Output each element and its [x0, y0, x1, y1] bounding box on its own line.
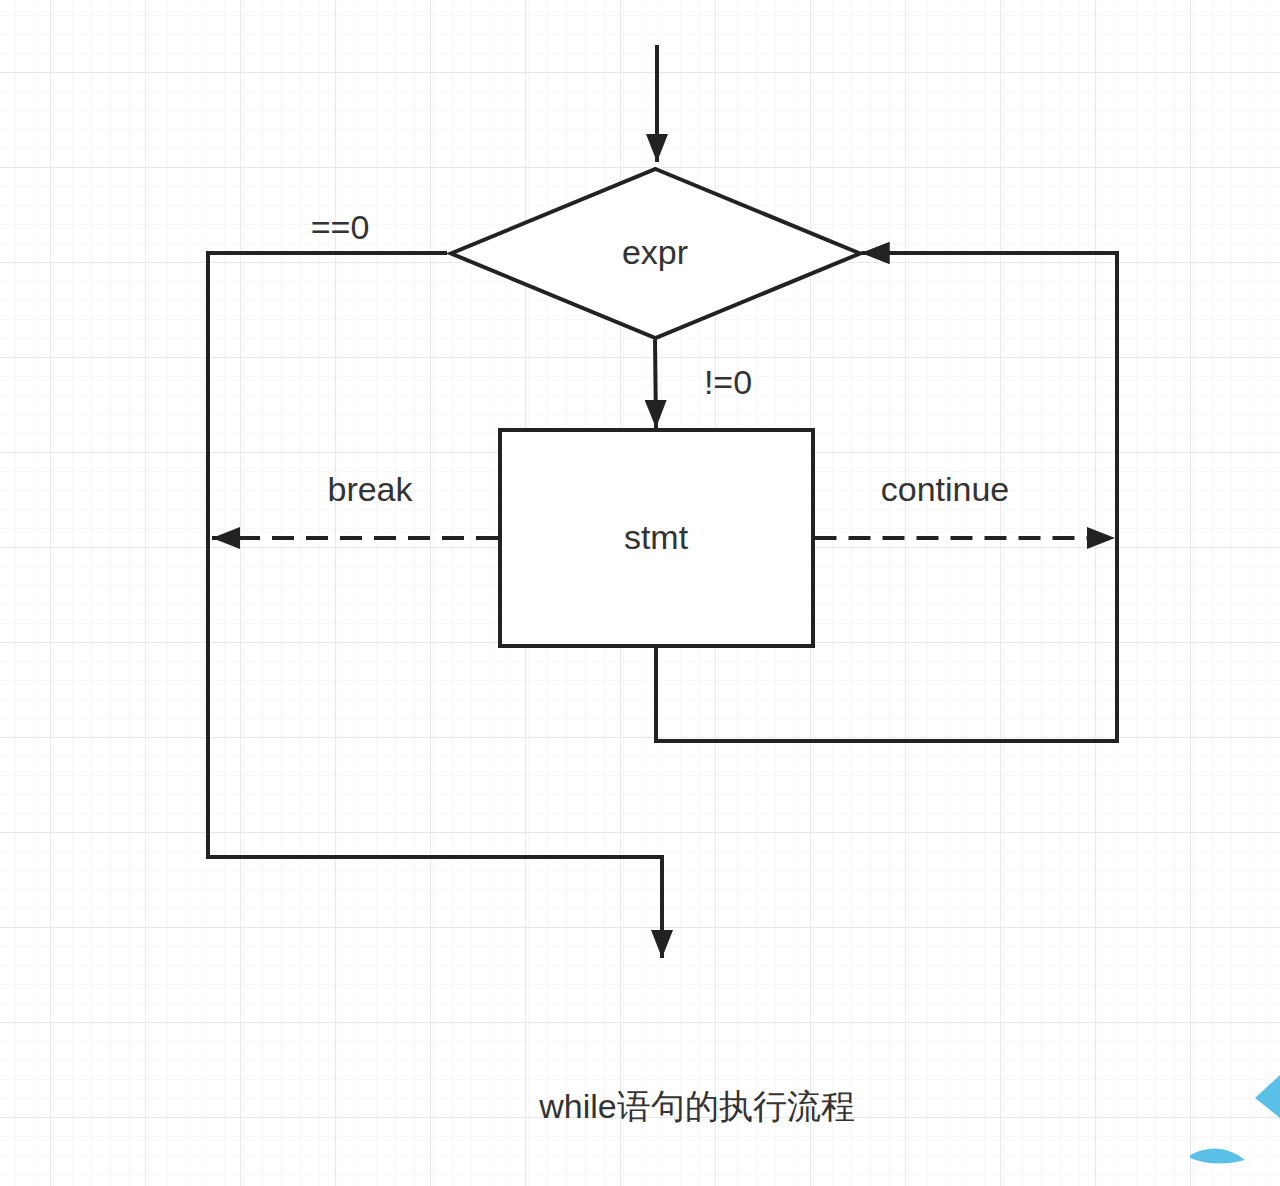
corner-decoration [1190, 1075, 1280, 1164]
continue-connector [815, 253, 1118, 538]
connector-path [862, 253, 1118, 538]
condition-label: ==0 [308, 209, 373, 246]
node-text: stmt [624, 519, 688, 556]
break-label: break [324, 471, 415, 508]
entry-arrow [655, 45, 659, 162]
connector-path [655, 340, 656, 429]
node-text: expr [622, 234, 688, 271]
decision-diamond: expr [449, 167, 862, 340]
box-shape [500, 430, 813, 646]
flow-connector [655, 340, 656, 429]
diamond-shape [451, 169, 860, 338]
dashed-path [815, 536, 1116, 540]
process-box: stmt [498, 428, 815, 648]
edge-label: continue [878, 471, 1013, 508]
break-line [212, 536, 498, 540]
figure-caption: while语句的执行流程 [536, 1088, 857, 1125]
edge-label: !=0 [701, 364, 755, 401]
